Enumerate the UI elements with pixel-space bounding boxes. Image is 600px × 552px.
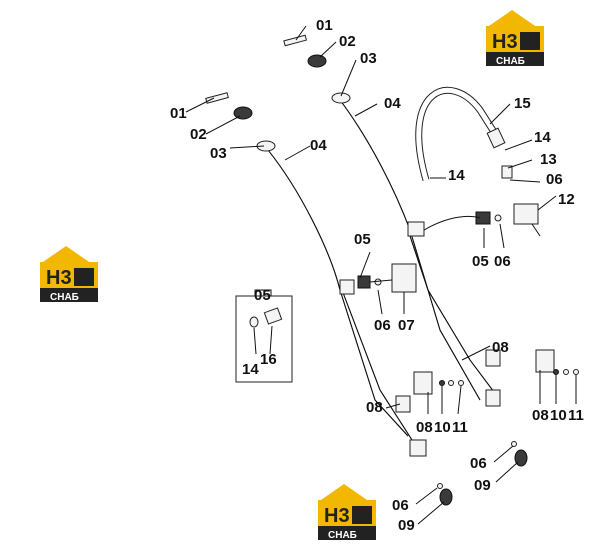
callout-08-right-row: 08 bbox=[532, 407, 549, 424]
callout-08-mid-row: 08 bbox=[416, 419, 433, 436]
bolt-01-top bbox=[283, 34, 308, 47]
logo-top-right: H3 СНАБ bbox=[486, 10, 544, 67]
block-07 bbox=[391, 263, 417, 293]
callout-06-bottom: 06 bbox=[392, 497, 409, 514]
callout-02-left: 02 bbox=[190, 126, 207, 143]
bracket-08-right bbox=[535, 349, 555, 373]
callout-11-mid-row: 11 bbox=[452, 419, 468, 436]
logo-main-text: H3 bbox=[492, 31, 518, 53]
bolt-01-left bbox=[205, 92, 229, 104]
callout-05-left: 05 bbox=[354, 231, 371, 248]
callout-06-right: 06 bbox=[546, 171, 563, 188]
callout-14-upper: 14 bbox=[534, 129, 551, 146]
callout-04-top: 04 bbox=[384, 95, 401, 112]
tee-fitting-upper bbox=[407, 221, 425, 237]
adapter-05-upper bbox=[475, 211, 491, 225]
clamp-lower-left bbox=[409, 439, 427, 457]
hose-left bbox=[267, 149, 409, 437]
fitting-13 bbox=[486, 127, 506, 149]
bracket-08-mid bbox=[413, 371, 433, 395]
logo-sub-text: СНАБ bbox=[328, 530, 357, 541]
callout-07: 07 bbox=[398, 317, 415, 334]
logo-bottom: H3 СНАБ bbox=[318, 484, 376, 541]
callout-01-left: 01 bbox=[170, 105, 187, 122]
callout-08-lower: 08 bbox=[366, 399, 383, 416]
callout-06-bottom-right: 06 bbox=[470, 455, 487, 472]
clamp-lower-right bbox=[485, 349, 501, 367]
callout-09-bottom-right: 09 bbox=[474, 477, 491, 494]
callout-10-mid-row: 10 bbox=[434, 419, 451, 436]
callout-labels: 01 02 03 04 01 02 03 04 15 14 13 14 06 1… bbox=[170, 17, 584, 534]
bracket-right bbox=[485, 389, 501, 407]
callout-11-right-row: 11 bbox=[568, 407, 584, 424]
callout-15: 15 bbox=[514, 95, 531, 112]
callout-14-inset: 14 bbox=[242, 361, 259, 378]
callout-02-top: 02 bbox=[339, 33, 356, 50]
end-09-left bbox=[439, 488, 453, 506]
logo-sub-text: СНАБ bbox=[50, 292, 79, 303]
clamp-02-top bbox=[307, 54, 327, 68]
callout-05-inset: 05 bbox=[254, 287, 271, 304]
tee-fitting-lower bbox=[339, 279, 355, 295]
callout-01-top: 01 bbox=[316, 17, 333, 34]
callout-06-mid: 06 bbox=[494, 253, 511, 270]
callout-03-left: 03 bbox=[210, 145, 227, 162]
callout-14-lower: 14 bbox=[448, 167, 465, 184]
callout-04-left: 04 bbox=[310, 137, 327, 154]
logo-sub-text: СНАБ bbox=[496, 56, 525, 67]
clamp-03-top bbox=[331, 92, 351, 104]
logo-main-text: H3 bbox=[46, 267, 72, 289]
bracket-left bbox=[395, 395, 411, 413]
callout-16-inset: 16 bbox=[260, 351, 277, 368]
callout-05-right: 05 bbox=[472, 253, 489, 270]
logo-left: H3 СНАБ bbox=[40, 246, 98, 303]
valve-12 bbox=[513, 203, 539, 225]
logo-main-text: H3 bbox=[324, 505, 350, 527]
callout-06-lower: 06 bbox=[374, 317, 391, 334]
callout-13: 13 bbox=[540, 151, 557, 168]
inset-detail-05 bbox=[235, 289, 293, 383]
callout-08-upper: 08 bbox=[492, 339, 509, 356]
callout-03-top: 03 bbox=[360, 50, 377, 67]
leader-lines bbox=[185, 25, 577, 525]
callout-09-bottom: 09 bbox=[398, 517, 415, 534]
callout-10-right-row: 10 bbox=[550, 407, 567, 424]
clamp-02-left bbox=[233, 106, 253, 120]
callout-12: 12 bbox=[558, 191, 575, 208]
